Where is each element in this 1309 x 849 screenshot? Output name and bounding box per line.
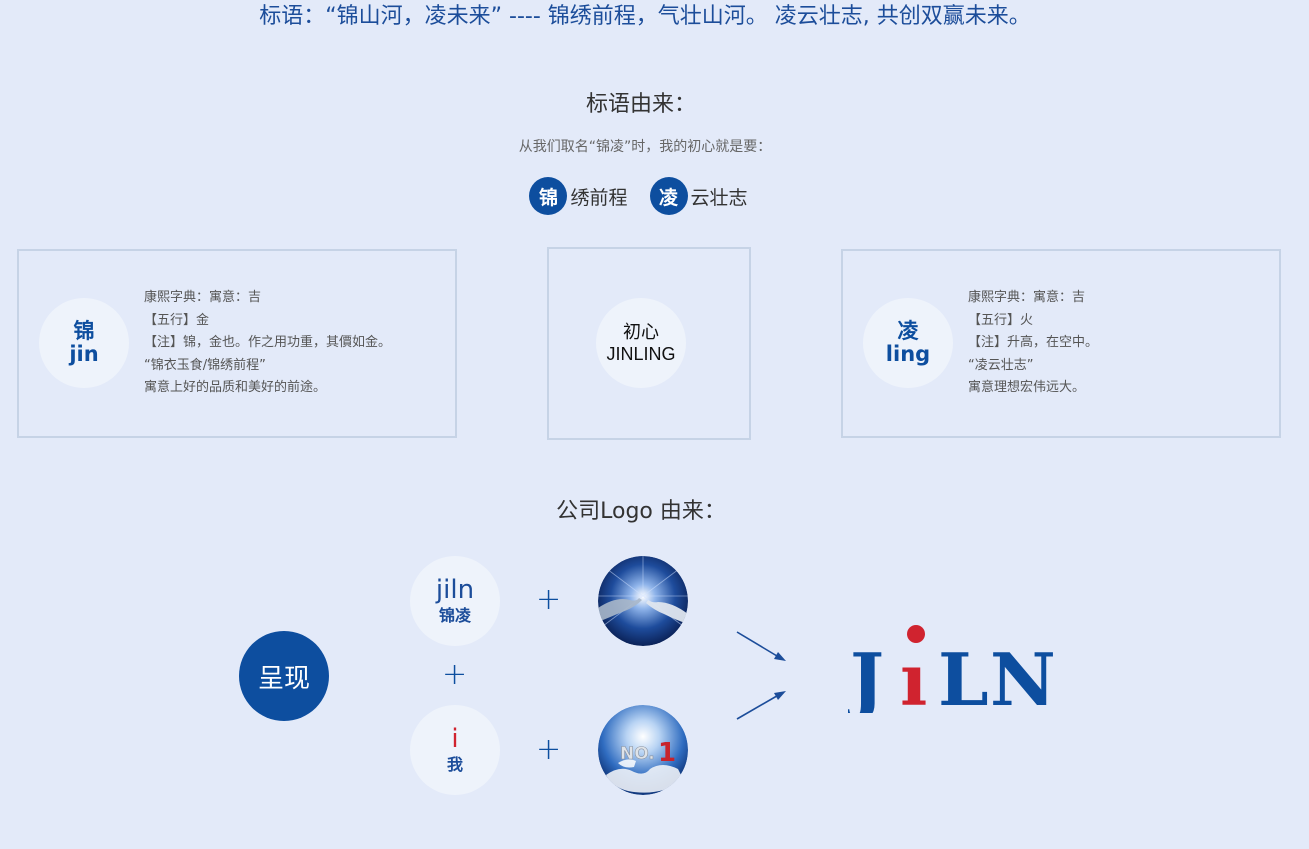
tech-hands-image	[598, 556, 688, 646]
slogan-origin-title: 标语由来：	[585, 92, 696, 117]
present-label: 呈现	[257, 663, 310, 694]
plus-icon: +	[442, 657, 468, 692]
center-circle: 初心 JINLING	[596, 298, 686, 388]
jiln-logo: J i L N	[844, 613, 1068, 722]
ling-circle: 凌 ling	[863, 298, 953, 388]
tag-char-ling: 凌	[649, 177, 688, 215]
jin-line-3: 【注】锦，金也。作之用功重，其價如金。	[144, 335, 392, 350]
tag-ling: 凌 云壮志	[649, 177, 748, 215]
logo-letter-j: J	[848, 637, 884, 713]
i-hanzi: 我	[446, 755, 463, 774]
present-circle: 呈现	[239, 631, 329, 721]
center-line-2: JINLING	[606, 344, 676, 364]
jin-line-5: 寓意上好的品质和美好的前途。	[144, 380, 327, 395]
ling-line-1: 康熙字典：寓意：吉	[968, 290, 1086, 305]
jin-circle: 锦 jin	[39, 298, 129, 388]
jin-line-2: 【五行】金	[144, 312, 210, 328]
plus-icon: +	[536, 582, 562, 617]
jin-char: 锦	[73, 319, 95, 343]
slogan: 标语：“锦山河，凌未来” ---- 锦绣前程，气壮山河。 凌云壮志, 共创双赢未…	[259, 4, 1031, 29]
jiln-circle: jiln 锦凌	[410, 556, 500, 646]
jiln-latin: jiln	[435, 575, 475, 605]
ling-line-3: 【注】升高，在空中。	[968, 335, 1099, 350]
ling-pinyin: ling	[885, 342, 931, 366]
svg-text:NO.: NO.	[620, 744, 655, 764]
i-circle: i 我	[410, 705, 500, 795]
card-jin: 锦 jin 康熙字典：寓意：吉 【五行】金 【注】锦，金也。作之用功重，其價如金…	[17, 249, 457, 438]
ling-char: 凌	[897, 319, 919, 343]
i-latin: i	[451, 724, 459, 754]
card-center: 初心 JINLING	[547, 247, 751, 440]
logo-letter-n: N	[990, 637, 1056, 713]
jin-pinyin: jin	[69, 342, 99, 366]
arrows-icon	[736, 631, 786, 720]
card-ling: 凌 ling 康熙字典：寓意：吉 【五行】火 【注】升高，在空中。 “凌云壮志”…	[841, 249, 1281, 438]
tagline: 锦 绣前程 凌 云壮志	[0, 177, 1277, 215]
svg-text:1: 1	[658, 738, 676, 768]
ling-line-5: 寓意理想宏伟远大。	[968, 380, 1086, 395]
slogan-origin-intro: 从我们取名“锦凌”时，我的初心就是要：	[518, 139, 772, 155]
jin-line-4: “锦衣玉食/锦绣前程”	[144, 357, 266, 373]
plus-icon: +	[536, 732, 562, 767]
ling-description: 康熙字典：寓意：吉 【五行】火 【注】升高，在空中。 “凌云壮志” 寓意理想宏伟…	[968, 287, 1098, 400]
tag-char-jin: 锦	[529, 177, 568, 215]
jin-description: 康熙字典：寓意：吉 【五行】金 【注】锦，金也。作之用功重，其價如金。 “锦衣玉…	[144, 287, 391, 400]
no1-globe-image: NO. 1	[598, 705, 688, 795]
tag-word-ling: 云壮志	[690, 186, 748, 209]
jin-line-1: 康熙字典：寓意：吉	[144, 290, 262, 305]
ling-line-2: 【五行】火	[968, 312, 1034, 328]
jiln-hanzi: 锦凌	[438, 606, 471, 625]
tag-word-jin: 绣前程	[570, 186, 628, 209]
center-line-1: 初心	[623, 322, 659, 342]
logo-origin-title: 公司Logo 由来：	[556, 499, 726, 524]
tag-jin: 锦 绣前程	[529, 177, 628, 215]
logo-letter-l: L	[938, 637, 989, 713]
ling-line-4: “凌云壮志”	[968, 357, 1034, 373]
logo-letter-i: i	[900, 637, 927, 713]
